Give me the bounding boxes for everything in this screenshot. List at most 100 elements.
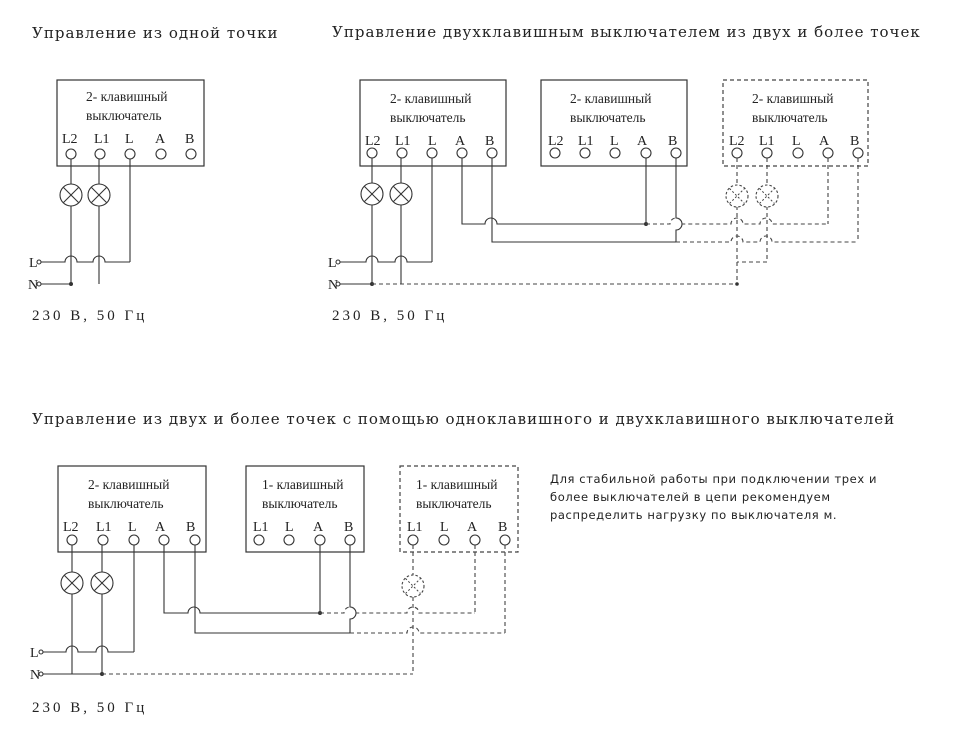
- terminal-label-l1: L1: [407, 520, 423, 535]
- terminal-circle: [253, 534, 265, 546]
- switch-label-word: выключатель: [390, 110, 466, 125]
- terminal-circle: [335, 281, 341, 287]
- lamp-icon: [87, 183, 111, 207]
- wire-sw2-b: [675, 158, 683, 242]
- diagram-mixed: 2- клавишный выключатель L2 L1 L A B 1- …: [30, 465, 877, 716]
- live-line-label: L: [328, 256, 337, 271]
- terminal-label-l2: L2: [729, 134, 745, 149]
- lamp-icon: [59, 183, 83, 207]
- title-one-point: Управление из одной точки: [32, 24, 279, 42]
- terminal-label-l2: L2: [62, 132, 78, 147]
- terminal-circle: [38, 671, 44, 677]
- switch-label-type: 2- клавишный: [88, 477, 169, 492]
- terminal-circle: [499, 534, 511, 546]
- lamp-optional-icon: [755, 184, 779, 208]
- terminal-label-l: L: [285, 520, 294, 535]
- wire-live-bus: [40, 645, 134, 653]
- terminal-label-a: A: [313, 520, 324, 535]
- switch-label-word: выключатель: [416, 496, 492, 511]
- terminal-label-a: A: [819, 134, 830, 149]
- terminal-label-l1: L1: [578, 134, 594, 149]
- terminal-circle: [761, 147, 773, 159]
- switch-label-word: выключатель: [752, 110, 828, 125]
- wire-opt-lamp2: [737, 158, 768, 263]
- terminal-circle: [36, 259, 42, 265]
- lamp-icon: [60, 571, 84, 595]
- wire-traveler-a: [163, 545, 320, 614]
- terminal-circle: [670, 147, 682, 159]
- terminal-circle: [189, 534, 201, 546]
- wire-traveler-b-ext: [676, 235, 858, 243]
- terminal-circle: [822, 147, 834, 159]
- switch-label-type: 1- клавишный: [262, 477, 343, 492]
- switch-label-type: 2- клавишный: [86, 89, 167, 104]
- switch-box-1gang-optional: [399, 465, 519, 553]
- note-line: более выключателей в цепи рекомендуем: [550, 490, 831, 504]
- terminal-label-l1: L1: [96, 520, 112, 535]
- terminal-circle: [407, 534, 419, 546]
- switch-label-type: 2- клавишный: [570, 91, 651, 106]
- terminal-circle: [65, 148, 77, 160]
- terminal-label-l1: L1: [395, 134, 411, 149]
- switch-label-word: выключатель: [262, 496, 338, 511]
- diagram-one-point: 2- клавишный выключатель L2 L1 L A B L N…: [28, 79, 205, 324]
- terminal-label-l2: L2: [63, 520, 79, 535]
- wire-live-bus: [337, 255, 432, 263]
- wire-live-bus: [39, 255, 130, 263]
- terminal-label-l: L: [610, 134, 619, 149]
- terminal-circle: [158, 534, 170, 546]
- terminal-circle: [124, 148, 136, 160]
- terminal-circle: [852, 147, 864, 159]
- title-two-gang-multi-point: Управление двухклавишным выключателем из…: [332, 23, 921, 41]
- switch-label-type: 1- клавишный: [416, 477, 497, 492]
- terminal-circle: [283, 534, 295, 546]
- junction-dot: [735, 282, 739, 286]
- terminal-circle: [185, 148, 197, 160]
- terminal-label-b: B: [498, 520, 507, 535]
- supply-voltage: 230 В, 50 Гц: [32, 700, 147, 716]
- terminal-circle: [396, 147, 408, 159]
- lamp-icon: [90, 571, 114, 595]
- junction-dot: [69, 282, 73, 286]
- switch-label-type: 2- клавишный: [390, 91, 471, 106]
- terminal-circle: [155, 148, 167, 160]
- terminal-label-b: B: [485, 134, 494, 149]
- wire-traveler-b: [194, 545, 350, 634]
- lamp-icon: [389, 182, 413, 206]
- note-line: распределить нагрузку по выключателя м.: [550, 508, 837, 522]
- switch-label-word: выключатель: [86, 108, 162, 123]
- lamp-optional-icon: [725, 184, 749, 208]
- terminal-circle: [486, 147, 498, 159]
- terminal-label-a: A: [455, 134, 466, 149]
- diagram-two-gang-multi: 2- клавишный выключатель L2 L1 L A B 2- …: [328, 79, 869, 324]
- terminal-label-l1: L1: [253, 520, 269, 535]
- wire-traveler-a-ext: [646, 217, 828, 225]
- supply-voltage: 230 В, 50 Гц: [332, 308, 447, 324]
- live-line-label: L: [29, 256, 38, 271]
- wire-traveler-b: [491, 158, 676, 243]
- terminal-label-l: L: [125, 132, 134, 147]
- terminal-label-l: L: [128, 520, 137, 535]
- terminal-label-l: L: [792, 134, 801, 149]
- terminal-circle: [66, 534, 78, 546]
- terminal-label-l2: L2: [548, 134, 564, 149]
- terminal-label-b: B: [850, 134, 859, 149]
- terminal-label-l1: L1: [94, 132, 110, 147]
- terminal-circle: [94, 148, 106, 160]
- terminal-circle: [426, 147, 438, 159]
- terminal-label-a: A: [637, 134, 648, 149]
- terminal-circle: [38, 649, 44, 655]
- neutral-line-label: N: [30, 668, 40, 683]
- terminal-label-l: L: [440, 520, 449, 535]
- neutral-line-label: N: [328, 278, 338, 293]
- wire-traveler-a: [461, 158, 646, 225]
- terminal-circle: [469, 534, 481, 546]
- terminal-circle: [335, 259, 341, 265]
- terminal-label-b: B: [668, 134, 677, 149]
- terminal-label-l1: L1: [759, 134, 775, 149]
- terminal-circle: [792, 147, 804, 159]
- terminal-circle: [456, 147, 468, 159]
- terminal-circle: [314, 534, 326, 546]
- switch-label-word: выключатель: [88, 496, 164, 511]
